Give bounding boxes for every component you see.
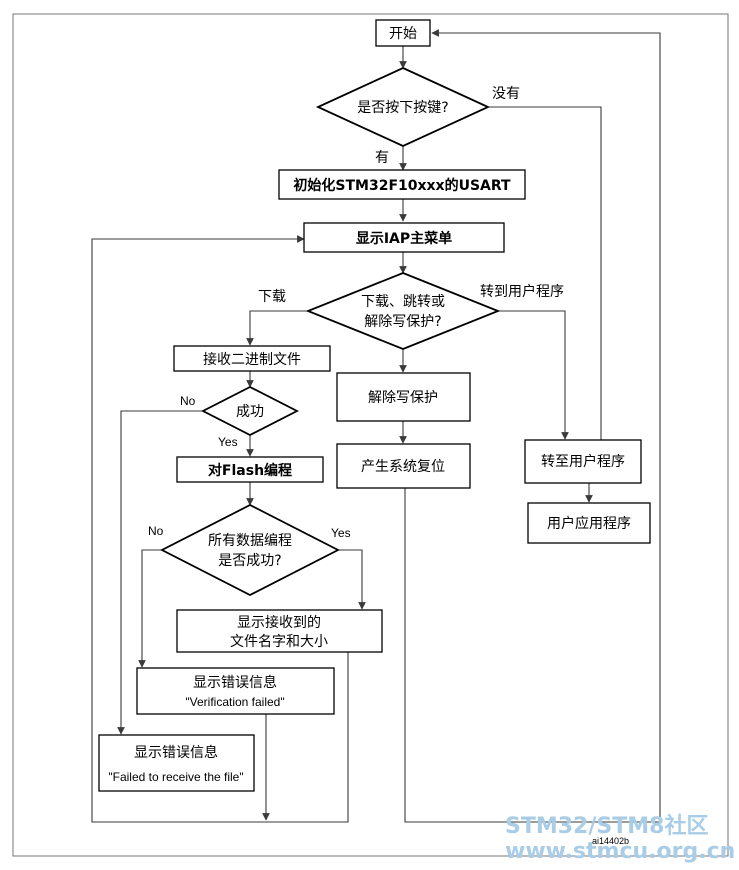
verify-error-node — [136, 667, 335, 715]
label-yes-key: 有 — [375, 150, 389, 166]
figure-frame — [12, 13, 729, 857]
success-label: 成功 — [236, 404, 264, 420]
start-node — [375, 19, 431, 47]
figure-id: ai14402b — [592, 836, 629, 846]
unprotect-label: 解除写保护 — [368, 390, 438, 406]
verify-error-label-2: "Verification failed" — [185, 695, 284, 709]
label-yes-2: Yes — [331, 526, 351, 540]
program-flash-label: 对Flash编程 — [208, 462, 292, 479]
choice-label-1: 下载、跳转或 — [361, 294, 445, 310]
edges — [91, 29, 661, 823]
edge-check-no — [138, 549, 162, 668]
start-label: 开始 — [389, 26, 417, 42]
edge-check-yes — [338, 549, 366, 610]
init-usart-label: 初始化STM32F10xxx的USART — [293, 177, 511, 194]
edge-choice-jump — [498, 310, 569, 440]
show-menu-label: 显示IAP主菜单 — [356, 230, 452, 247]
label-no-2: No — [148, 524, 164, 538]
all-ok-label-1: 所有数据编程 — [208, 533, 292, 549]
label-download: 下载 — [258, 289, 286, 305]
user-app-node — [527, 502, 651, 544]
mode-choice-decision — [305, 272, 501, 350]
choice-label-2: 解除写保护? — [364, 314, 441, 330]
all-ok-label-2: 是否成功? — [218, 553, 281, 569]
reset-label: 产生系统复位 — [361, 458, 445, 475]
success-decision — [201, 385, 299, 437]
receive-error-label-1: 显示错误信息 — [134, 744, 218, 761]
receive-file-node — [173, 345, 331, 372]
init-usart-node — [278, 169, 526, 200]
label-no-key: 没有 — [492, 86, 520, 102]
watermark-line-2: www.stmcu.org.cn — [505, 839, 735, 864]
edge-success-no — [117, 410, 205, 735]
key-pressed-label: 是否按下按键? — [357, 100, 448, 116]
show-file-info-node — [176, 609, 383, 653]
receive-file-label: 接收二进制文件 — [203, 351, 301, 368]
program-flash-node — [176, 456, 324, 483]
edge-choice-download — [246, 310, 310, 346]
all-ok-decision — [160, 503, 340, 597]
label-no-1: No — [180, 394, 196, 408]
receive-error-label-2: "Failed to receive the file" — [108, 770, 243, 784]
label-yes-1: Yes — [218, 435, 238, 449]
user-app-label: 用户应用程序 — [547, 515, 631, 532]
edge-showfile-return — [91, 235, 349, 823]
unprotect-node — [336, 372, 471, 422]
show-file-label-2: 文件名字和大小 — [230, 634, 328, 650]
watermark-line-1: STM32/STM8社区 — [505, 813, 708, 839]
key-pressed-decision — [315, 67, 491, 147]
show-menu-node — [303, 222, 505, 253]
edge-key-no — [488, 106, 605, 448]
reset-node — [336, 443, 471, 489]
show-file-label-1: 显示接收到的 — [237, 614, 321, 631]
goto-user-node — [524, 439, 642, 484]
receive-error-node — [98, 734, 255, 792]
goto-user-label: 转至用户程序 — [541, 453, 625, 470]
verify-error-label-1: 显示错误信息 — [193, 674, 277, 691]
label-jump: 转到用户程序 — [480, 283, 564, 300]
edge-reset-to-start — [404, 29, 661, 823]
